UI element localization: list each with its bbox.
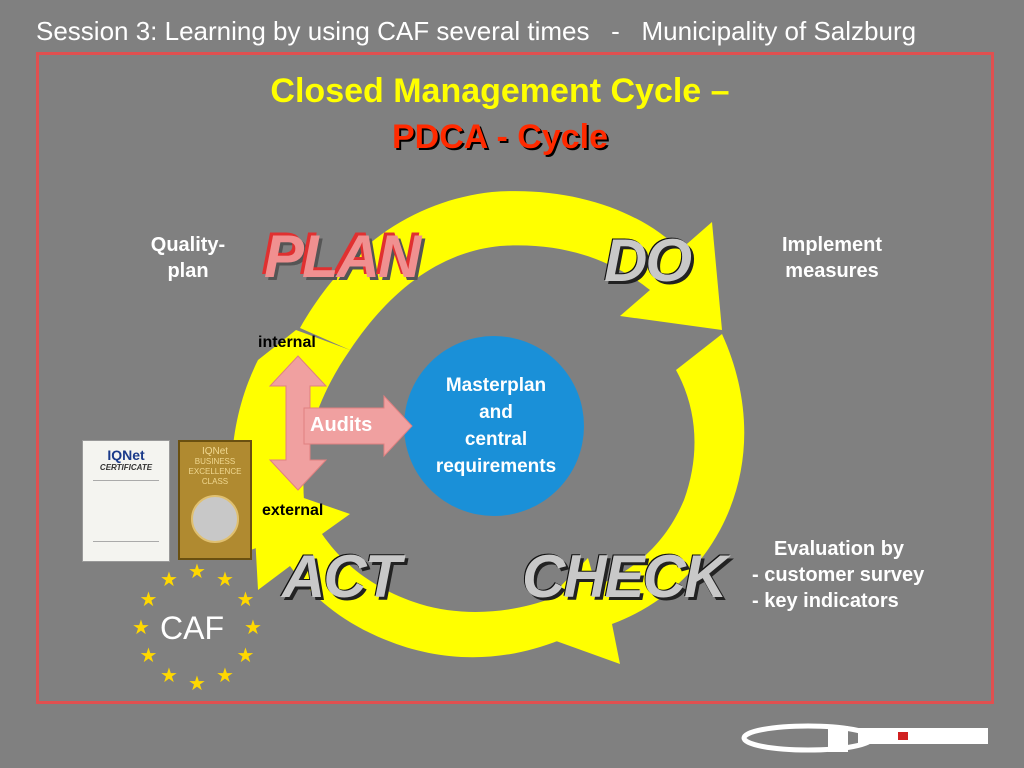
note-implement: Implement measures [752, 232, 912, 284]
star-icon: ★ [216, 665, 234, 688]
company-logo-icon [741, 723, 988, 753]
arc-plan-do [300, 191, 722, 350]
content-frame [36, 52, 994, 704]
star-icon: ★ [139, 645, 158, 667]
cert1-title: CERTIFICATE [99, 463, 153, 472]
star-icon: ★ [132, 617, 150, 639]
audits-label: Audits [310, 414, 373, 436]
center-line: Masterplan [445, 375, 547, 396]
phase-check: CHECK [522, 543, 727, 610]
arc-do-check [520, 334, 745, 664]
phase-do: DO [604, 227, 692, 294]
note-line: measures [785, 260, 879, 282]
cert2-line: BUSINESS [194, 457, 236, 466]
cert2-brand: IQNet [201, 446, 229, 457]
note-evaluation: Evaluation by - customer survey - key in… [752, 536, 972, 614]
audit-external-label: external [262, 502, 324, 519]
star-icon: ★ [244, 617, 262, 639]
star-icon: ★ [188, 673, 206, 695]
cert1-brand: IQNet [107, 447, 145, 463]
cert2-line: EXCELLENCE [188, 467, 242, 476]
star-icon: ★ [160, 665, 178, 688]
note-line: - key indicators [752, 590, 899, 612]
star-icon: ★ [139, 589, 158, 611]
star-icon: ★ [236, 645, 255, 667]
center-line: central [464, 429, 528, 450]
note-line: - customer survey [752, 564, 925, 586]
note-line: Quality- [150, 234, 226, 256]
note-line: Evaluation by [774, 538, 905, 560]
note-line: plan [167, 260, 209, 282]
audit-internal-label: internal [258, 334, 316, 351]
center-circle [404, 336, 584, 516]
title-line2: PDCA - Cycle [391, 118, 609, 156]
title-line1: Closed Management Cycle – [270, 72, 730, 110]
center-line: and [479, 402, 513, 423]
star-icon: ★ [216, 568, 234, 591]
arc-check-act [252, 480, 560, 658]
phase-plan: PLAN [264, 223, 421, 290]
phase-act: ACT [282, 543, 401, 610]
caf-logo-label: CAF [160, 610, 224, 646]
star-icon: ★ [160, 568, 178, 591]
center-text: Masterplan and central requirements [418, 372, 574, 480]
audit-arrows [268, 355, 413, 491]
certificate-image: IQNet CERTIFICATE [82, 440, 170, 562]
center-line: requirements [435, 456, 557, 477]
star-icon: ★ [236, 589, 255, 611]
star-icon: ★ [188, 561, 206, 583]
cert2-line: CLASS [201, 477, 229, 486]
note-line: Implement [781, 234, 883, 256]
note-quality-plan: Quality- plan [132, 232, 244, 284]
slide-header: Session 3: Learning by using CAF several… [36, 16, 917, 46]
excellence-certificate-image: IQNet BUSINESS EXCELLENCE CLASS [178, 440, 252, 560]
